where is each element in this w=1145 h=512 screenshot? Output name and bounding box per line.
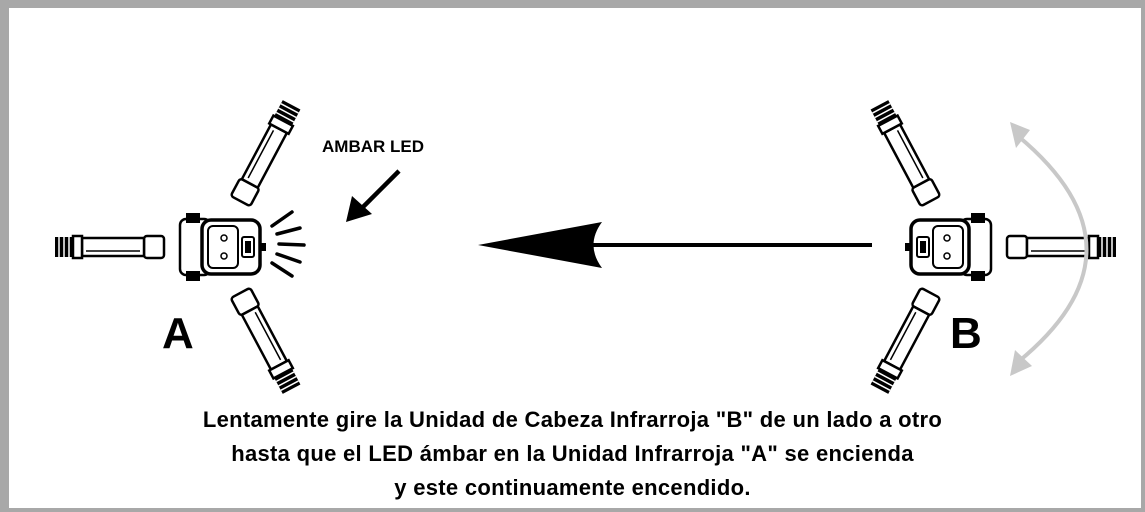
caption-line-1: Lentamente gire la Unidad de Cabeza Infr… bbox=[202, 407, 943, 432]
infrared-head-unit-b-icon bbox=[870, 100, 1116, 395]
led-glow-icon bbox=[270, 210, 306, 278]
led-pointer-arrow-icon bbox=[346, 169, 401, 222]
caption-line-3: y este continuamente encendido. bbox=[394, 475, 751, 500]
unit-a-label: A bbox=[162, 309, 194, 358]
caption-line-2: hasta que el LED ámbar en la Unidad Infr… bbox=[231, 441, 914, 466]
rotation-arrow-icon bbox=[1010, 122, 1089, 376]
unit-b-label: B bbox=[950, 309, 982, 358]
led-label: AMBAR LED bbox=[322, 137, 424, 156]
direction-arrow-icon bbox=[478, 222, 872, 268]
